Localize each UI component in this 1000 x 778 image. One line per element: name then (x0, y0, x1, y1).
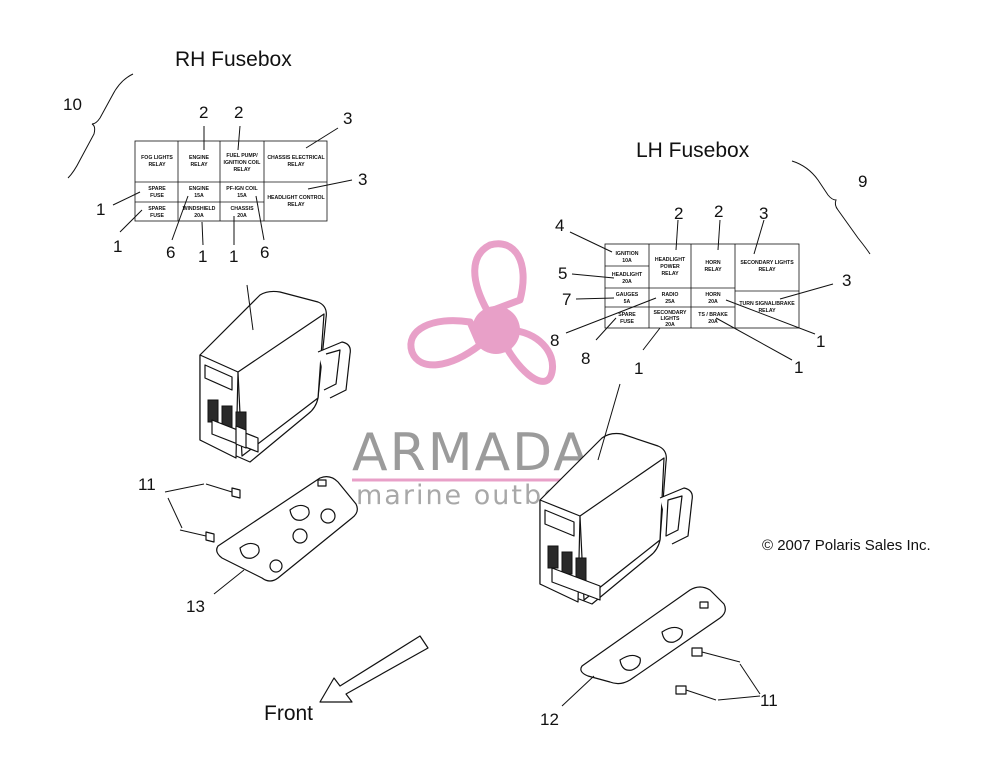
lh-screws-icon (675, 647, 761, 701)
callout-lh-5: 5 (558, 264, 567, 283)
rh-leader-lines (112, 125, 353, 246)
callout-rh-2a: 2 (199, 103, 208, 122)
rh-fuse-box-icon (199, 284, 351, 463)
callout-lh-7: 7 (562, 290, 571, 309)
watermark-line1: ARMADA (352, 423, 591, 483)
callout-rh-1c: 1 (198, 247, 207, 266)
callout-rh-2b: 2 (234, 103, 243, 122)
copyright-text: © 2007 Polaris Sales Inc. (762, 537, 931, 554)
callout-lh-1a: 1 (816, 332, 825, 351)
callout-rh-6a: 6 (166, 243, 175, 262)
front-arrow-icon (319, 635, 429, 703)
leader-13 (213, 569, 245, 595)
callout-rh-1a: 1 (96, 200, 105, 219)
rh-fusebox-title: RH Fusebox (175, 48, 292, 71)
propeller-icon (407, 240, 557, 385)
callout-lh-3a: 3 (759, 204, 768, 223)
callout-rh-6b: 6 (260, 243, 269, 262)
callout-lh-8a: 8 (550, 331, 559, 350)
lh-brace (791, 160, 871, 255)
lh-bracket-icon (580, 586, 726, 685)
front-label: Front (264, 702, 313, 725)
callout-11b: 11 (760, 691, 778, 710)
callout-11a: 11 (138, 475, 156, 494)
callout-10: 10 (63, 95, 82, 114)
leader-12 (561, 675, 595, 707)
callout-lh-2b: 2 (714, 202, 723, 221)
callout-lh-1c: 1 (634, 359, 643, 378)
rh-brace (67, 73, 134, 179)
rh-screws-icon (164, 483, 241, 543)
callout-lh-1b: 1 (794, 358, 803, 377)
callout-13: 13 (186, 597, 205, 616)
callout-9: 9 (858, 172, 867, 191)
callout-lh-3b: 3 (842, 271, 851, 290)
callout-rh-1d: 1 (229, 247, 238, 266)
callout-rh-3a: 3 (343, 109, 352, 128)
callout-lh-4: 4 (555, 216, 564, 235)
callout-numbers: 10 2 2 3 3 1 1 6 1 1 6 9 4 2 2 3 5 3 7 8… (63, 95, 867, 729)
callout-lh-8b: 8 (581, 349, 590, 368)
callout-lh-2a: 2 (674, 204, 683, 223)
lh-leader-lines (565, 219, 834, 361)
rh-bracket-icon (216, 476, 358, 582)
callout-rh-1b: 1 (113, 237, 122, 256)
lh-fuse-box-icon (539, 383, 693, 605)
lh-fusebox-title: LH Fusebox (636, 139, 750, 162)
callout-12: 12 (540, 710, 559, 729)
callout-rh-3b: 3 (358, 170, 367, 189)
propeller-hub-icon (472, 306, 520, 354)
